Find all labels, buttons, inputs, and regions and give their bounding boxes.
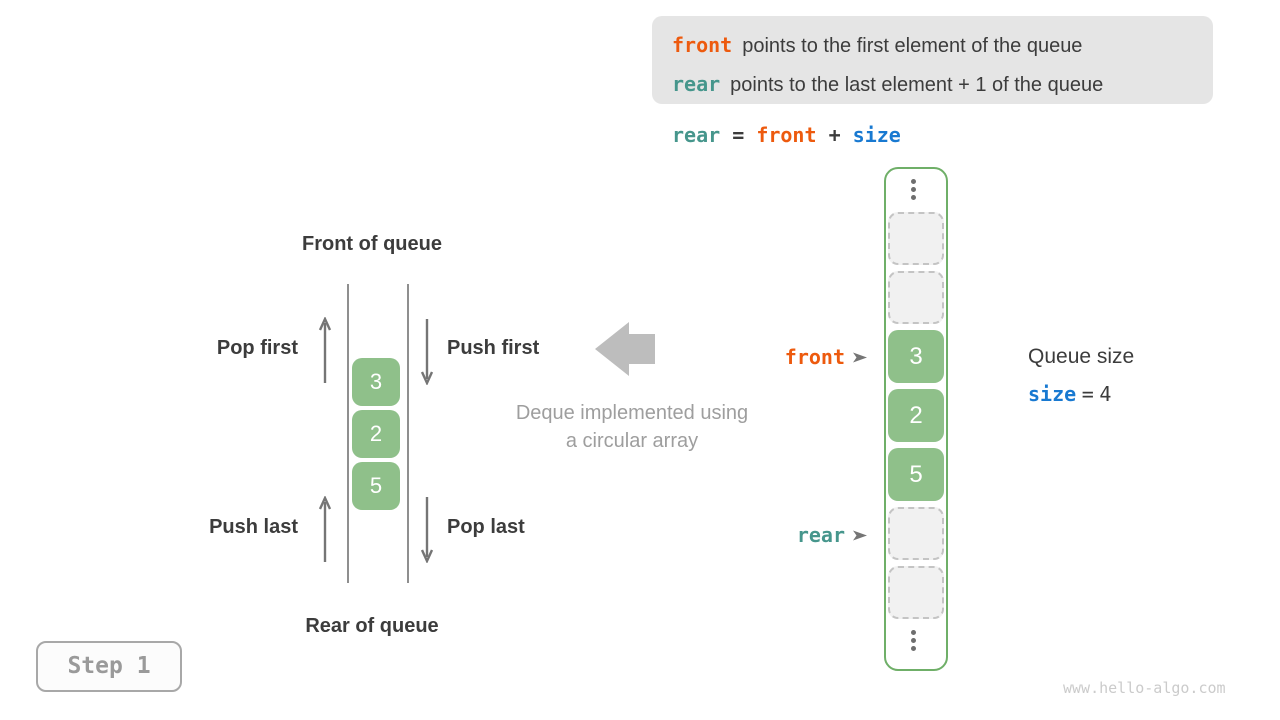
formula-eq: = [732,123,745,147]
queue-rail-left [347,284,349,583]
pop-last-label: Pop last [447,516,525,538]
arrow-down-icon [420,319,434,385]
legend-front-text: points to the first element of the queue [742,35,1083,57]
push-first-label: Push first [447,337,540,359]
front-of-queue-label: Front of queue [302,233,442,255]
front-pointer-label: front [784,345,845,369]
legend-box: front points to the first element of the … [652,16,1213,104]
ellipsis-vertical-icon [911,179,916,200]
queue-cell: 5 [352,462,400,510]
array-cell-empty [888,212,944,265]
formula-size: size [852,123,901,147]
pop-first-label: Pop first [216,337,298,359]
array-cell: 2 [888,389,944,442]
size-eq: = [1081,382,1094,406]
caption-line-1: Deque implemented using [515,402,749,424]
queue-rail-right [407,284,409,583]
rear-of-queue-label: Rear of queue [305,615,439,637]
array-cell-empty [888,566,944,619]
legend-line-front: front points to the first element of the … [672,26,1213,65]
size-value: 4 [1099,382,1112,406]
formula-rear: rear [672,123,721,147]
arrow-up-icon [318,496,332,562]
array-cell-empty [888,507,944,560]
caption-line-2: a circular array [565,430,699,452]
formula: rear = front + size [672,122,901,148]
queue-size-value-line: size = 4 [1028,381,1111,408]
pointer-arrow-icon [853,530,867,541]
front-keyword: front [672,33,733,57]
arrow-up-icon [318,317,332,383]
legend-line-rear: rear points to the last element + 1 of th… [672,65,1213,104]
arrow-down-icon [420,497,434,563]
rear-keyword: rear [672,72,721,96]
push-last-label: Push last [209,516,298,538]
center-caption: Deque implemented using a circular array [482,399,782,455]
rear-pointer-label: rear [796,523,845,547]
ellipsis-vertical-icon [911,630,916,651]
queue-cell: 2 [352,410,400,458]
watermark: www.hello-algo.com [1063,679,1226,697]
pointer-arrow-icon [853,352,867,363]
legend-rear-text: points to the last element + 1 of the qu… [730,74,1104,96]
left-block-arrow-icon [595,322,655,376]
formula-front: front [756,123,817,147]
queue-size-title: Queue size [1028,345,1135,368]
size-keyword: size [1028,382,1077,406]
formula-plus: + [828,123,841,147]
step-badge: Step 1 [36,641,182,692]
queue-cell: 3 [352,358,400,406]
array-cell-empty [888,271,944,324]
array-cell: 3 [888,330,944,383]
array-cell: 5 [888,448,944,501]
